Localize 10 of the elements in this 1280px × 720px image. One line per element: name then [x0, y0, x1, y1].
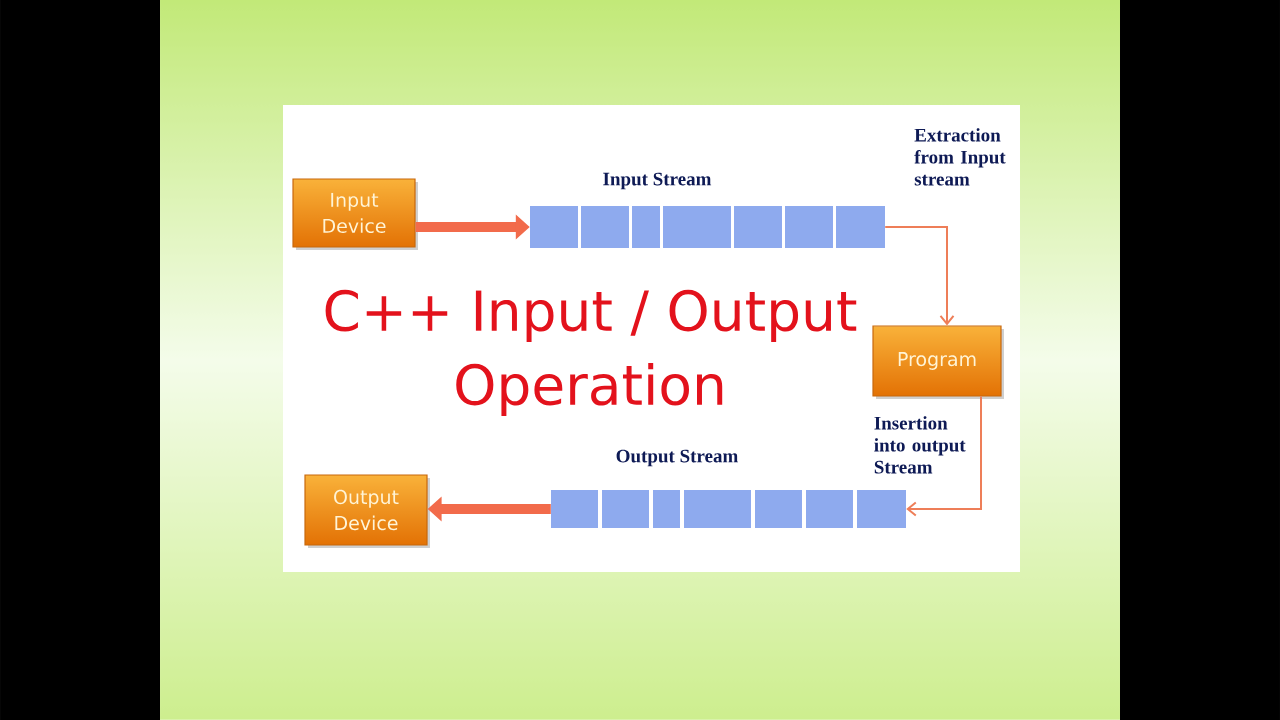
process-box: Input Device	[292, 178, 418, 250]
edge-label: Insertion into output Stream	[871, 414, 976, 476]
title: C++ Input / Output Operation	[325, 289, 857, 417]
connector-arrow	[884, 226, 955, 326]
process-box: Program	[872, 325, 1004, 399]
stream-label: Output Stream	[616, 449, 738, 467]
connector-arrow	[906, 395, 982, 517]
edge-label: Extraction from Input stream	[912, 126, 1017, 188]
process-box: Output Device	[304, 474, 430, 548]
stream-label: Input Stream	[603, 172, 712, 190]
